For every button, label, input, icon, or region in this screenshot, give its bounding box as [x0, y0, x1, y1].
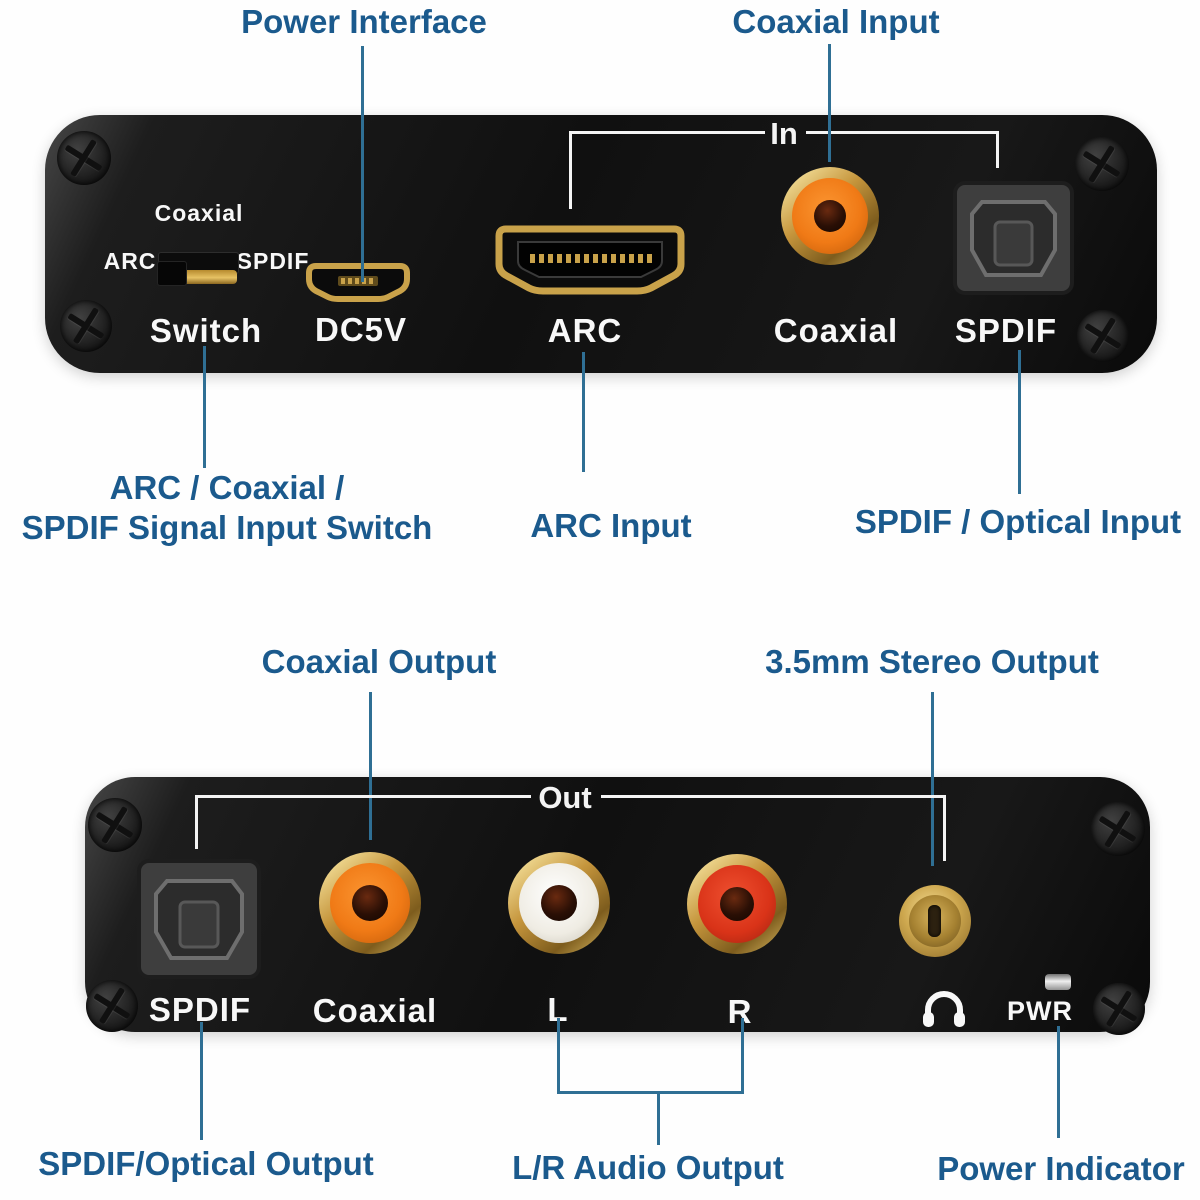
lr-bracket-line	[657, 1091, 660, 1145]
coaxial-output-jack	[319, 852, 421, 954]
callout-power-interface: Power Interface	[241, 3, 487, 40]
screw-icon	[60, 300, 112, 352]
callout-coaxial-input: Coaxial Input	[732, 3, 940, 40]
callout-stereo-output: 3.5mm Stereo Output	[765, 643, 1099, 680]
out-bracket-line	[195, 795, 531, 798]
panel-label-right: R	[727, 993, 753, 1030]
stereo-35mm-output-jack	[899, 885, 971, 957]
slide-switch-knob	[157, 261, 187, 286]
panel-label-switch: Switch	[149, 312, 263, 349]
in-bracket-label: In	[770, 116, 798, 151]
panel-label-dc5v: DC5V	[314, 311, 408, 348]
panel-label-coaxial-out: Coaxial	[312, 992, 438, 1029]
in-bracket-line	[569, 131, 765, 134]
audio-right-output-jack	[687, 854, 787, 954]
in-bracket-line	[806, 131, 999, 134]
out-bracket-label: Out	[538, 780, 592, 815]
leader-line	[931, 692, 934, 866]
lr-bracket-line	[557, 1091, 744, 1094]
leader-line	[361, 46, 364, 282]
out-bracket-line	[195, 795, 198, 849]
panel-label-pwr: PWR	[1007, 996, 1073, 1026]
jack-slot	[928, 905, 941, 937]
callout-power-indicator: Power Indicator	[937, 1150, 1185, 1187]
lr-bracket-line	[741, 1018, 744, 1094]
lr-bracket-line	[557, 1018, 560, 1094]
leader-line	[582, 352, 585, 472]
out-bracket-line	[943, 795, 946, 861]
screw-icon	[1091, 802, 1145, 856]
screw-icon	[1075, 137, 1129, 191]
hdmi-arc-port	[495, 225, 685, 295]
rca-center-hole	[720, 887, 754, 921]
callout-input-switch: ARC / Coaxial / SPDIF Signal Input Switc…	[22, 468, 433, 548]
callout-coaxial-output: Coaxial Output	[261, 643, 497, 680]
leader-line	[203, 346, 206, 468]
in-bracket-line	[569, 131, 572, 209]
callout-lr-audio-output: L/R Audio Output	[512, 1149, 784, 1186]
panel-label-coaxial: Coaxial	[773, 312, 899, 349]
headphone-icon	[923, 991, 965, 1027]
leader-line	[1057, 1026, 1060, 1138]
screw-icon	[86, 980, 138, 1032]
power-led	[1045, 974, 1071, 990]
callout-input-switch-line1: ARC / Coaxial /	[109, 469, 345, 506]
panel-label-arc: ARC	[547, 312, 623, 349]
rca-center-hole	[814, 200, 846, 232]
slide-switch-base	[177, 270, 237, 284]
audio-left-output-jack	[508, 852, 610, 954]
screw-icon	[88, 798, 142, 852]
screw-icon	[1093, 983, 1145, 1035]
spdif-optical-output-port	[137, 859, 261, 979]
micro-usb-port	[306, 263, 410, 302]
out-bracket-line	[601, 795, 946, 798]
panel-label-spdif: SPDIF	[954, 312, 1058, 349]
coaxial-input-jack	[781, 167, 879, 265]
panel-label-left: L	[547, 991, 569, 1028]
callout-spdif-optical-input: SPDIF / Optical Input	[854, 503, 1182, 540]
leader-line	[369, 692, 372, 840]
callout-arc-input: ARC Input	[530, 507, 692, 544]
leader-line	[828, 44, 831, 162]
switch-option-arc-label: ARC	[103, 248, 157, 274]
output-panel	[85, 777, 1150, 1032]
screw-icon	[1077, 310, 1129, 362]
rca-center-hole	[352, 885, 388, 921]
switch-option-coaxial-label: Coaxial	[154, 200, 244, 226]
spdif-optical-input-port	[953, 181, 1074, 295]
panel-label-spdif-out: SPDIF	[148, 991, 252, 1028]
callout-spdif-optical-output: SPDIF/Optical Output	[38, 1145, 374, 1182]
callout-input-switch-line2: SPDIF Signal Input Switch	[21, 509, 433, 546]
screw-icon	[57, 131, 111, 185]
leader-line	[1018, 350, 1021, 494]
in-bracket-line	[996, 131, 999, 168]
rca-center-hole	[541, 885, 577, 921]
switch-option-spdif-label: SPDIF	[236, 248, 310, 274]
leader-line	[200, 1022, 203, 1140]
